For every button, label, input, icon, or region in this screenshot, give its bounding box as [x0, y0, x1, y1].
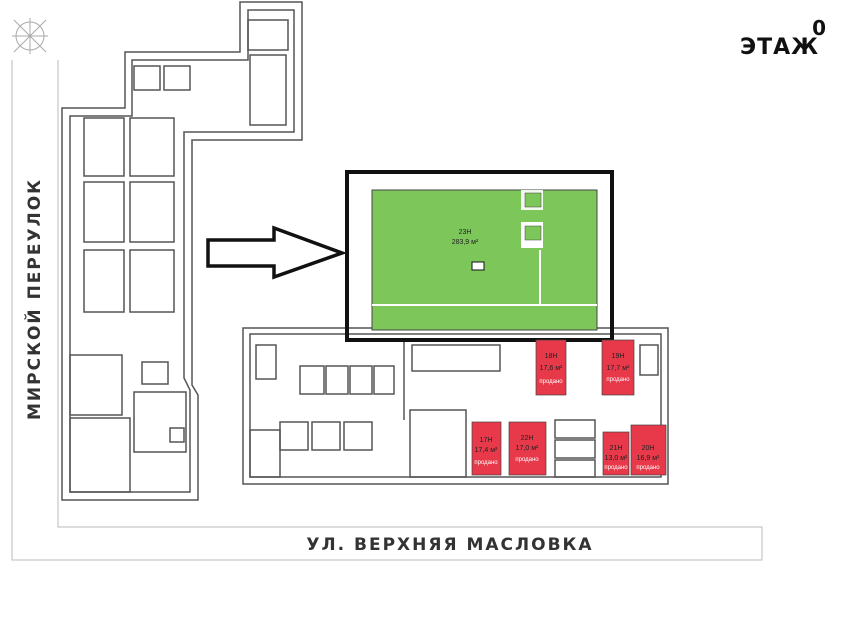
unit-id: 22Н	[521, 435, 534, 442]
unit-area: 17,7 м²	[607, 365, 630, 372]
unit-22h[interactable]: 22Н 17,0 м² продано	[508, 421, 547, 476]
floor-number: 0	[812, 16, 826, 40]
unit-status: продано	[636, 465, 660, 471]
highlight-frame	[345, 170, 614, 342]
right-building	[242, 327, 669, 485]
compass-icon	[12, 18, 48, 54]
floor-label: ЭТАЖ	[740, 35, 820, 60]
unit-status: продано	[474, 460, 498, 466]
unit-17h[interactable]: 17Н 17,4 м² продано	[471, 421, 502, 476]
unit-status: продано	[539, 379, 563, 385]
street-band	[11, 60, 763, 561]
unit-area: 17,0 м²	[516, 445, 539, 452]
unit-id: 19Н	[612, 353, 625, 360]
arrow-icon	[206, 225, 348, 280]
floor-logo: 0 ЭТАЖ	[740, 18, 830, 60]
street-bottom-label: УЛ. ВЕРХНЯЯ МАСЛОВКА	[306, 535, 593, 555]
unit-status: продано	[515, 457, 539, 463]
unit-area: 17,6 м²	[540, 365, 563, 372]
unit-status: продано	[604, 465, 628, 471]
unit-21h[interactable]: 21Н 13,0 м² продано	[602, 431, 630, 476]
unit-area: 16,9 м²	[637, 455, 660, 462]
unit-id: 21Н	[610, 445, 623, 452]
unit-23h-area: 283,9 м²	[452, 239, 479, 246]
unit-status: продано	[606, 377, 630, 383]
left-building	[61, 1, 303, 501]
unit-20h[interactable]: 20Н 16,9 м² продано	[630, 424, 667, 476]
unit-id: 20Н	[642, 445, 655, 452]
unit-id: 18Н	[545, 353, 558, 360]
unit-23h[interactable]: 23Н 283,9 м²	[371, 189, 598, 331]
unit-id: 17Н	[480, 437, 493, 444]
unit-18h[interactable]: 18Н 17,6 м² продано	[535, 339, 567, 396]
unit-19h[interactable]: 19Н 17,7 м² продано	[601, 339, 635, 396]
street-left-label: МИРСКОЙ ПЕРЕУЛОК	[23, 178, 45, 420]
unit-area: 17,4 м²	[475, 447, 498, 454]
unit-area: 13,0 м²	[605, 455, 628, 462]
unit-23h-id: 23Н	[459, 229, 472, 236]
